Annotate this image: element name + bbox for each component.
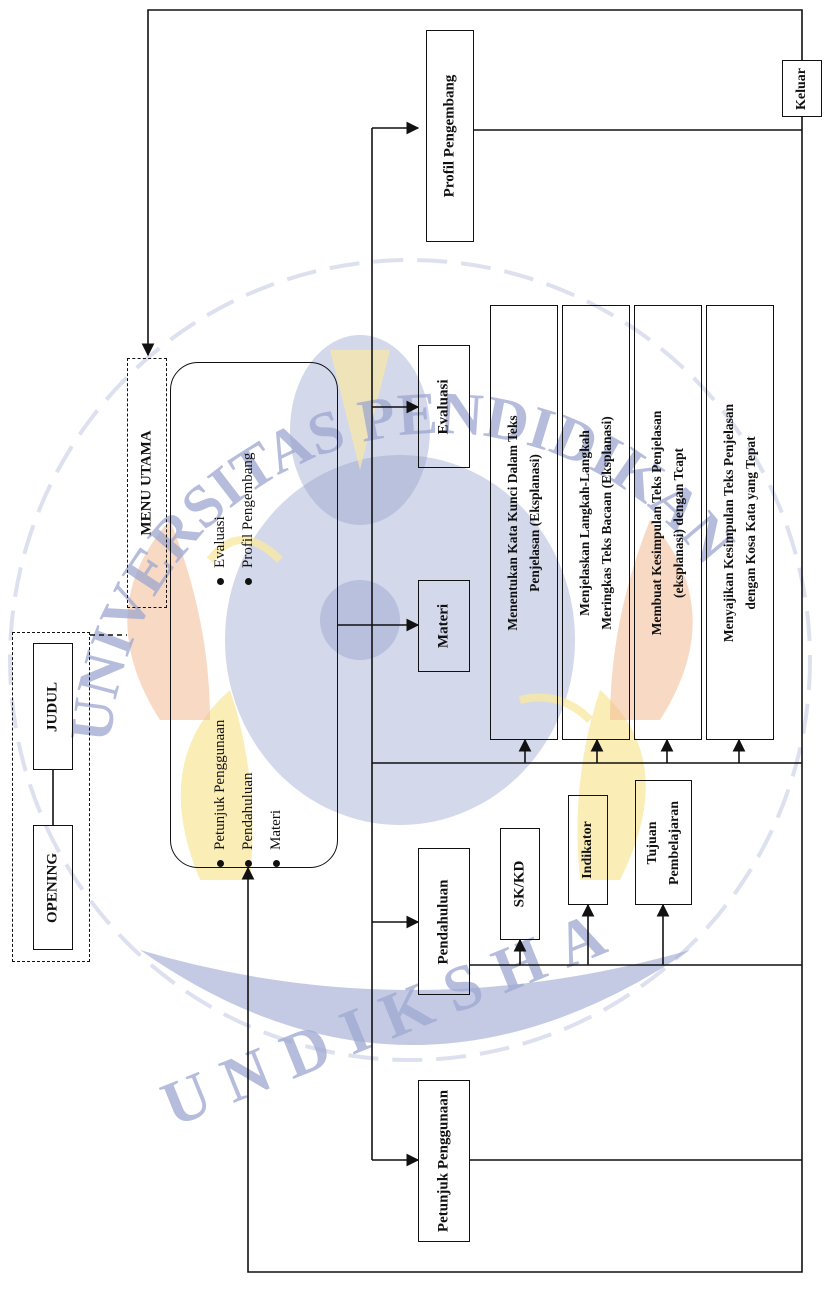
evaluasi-node: Evaluasi (418, 345, 470, 468)
materi-sub-3-label: Membuat Kesimpulan Teks Penjelasan (eksp… (649, 410, 686, 635)
menu-list-item: Materi (262, 720, 290, 867)
judul-node: JUDUL (33, 643, 73, 770)
tujuan-pembelajaran-node: Tujuan Pembelajaran (635, 780, 692, 905)
petunjuk-penggunaan-node: Petunjuk Penggunaan (418, 1080, 470, 1242)
materi-sub-4-node: Menyajikan Kesimpulan Teks Penjelasan de… (706, 305, 774, 740)
materi-sub-3-node: Membuat Kesimpulan Teks Penjelasan (eksp… (634, 305, 702, 740)
opening-judul-group (12, 632, 90, 962)
profil-pengembang-node: Profil Pengembang (426, 30, 474, 242)
menu-utama-node: MENU UTAMA (127, 358, 167, 608)
evaluasi-label: Evaluasi (435, 378, 452, 435)
materi-sub-2-node: Menjelaskan Langkah-Langkah Meringkas Te… (562, 305, 630, 740)
indikator-label: Indikator (580, 821, 595, 879)
materi-sub-1-node: Menentukan Kata Kunci Dalam Teks Penjela… (490, 305, 558, 740)
menu-utama-label: MENU UTAMA (138, 430, 155, 536)
materi-sub-2-label: Menjelaskan Langkah-Langkah Meringkas Te… (577, 415, 614, 630)
menu-list-item: Profil Pengembang (234, 453, 262, 585)
pendahuluan-label: Pendahuluan (435, 878, 452, 965)
profil-pengembang-label: Profil Pengembang (441, 74, 458, 198)
judul-label: JUDUL (44, 681, 61, 732)
materi-label: Materi (435, 603, 452, 649)
materi-sub-1-label: Menentukan Kata Kunci Dalam Teks Penjela… (505, 414, 542, 631)
opening-node: OPENING (33, 825, 73, 950)
menu-list-col-1: Petunjuk Penggunaan Pendahuluan Materi (206, 720, 290, 867)
opening-label: OPENING (44, 852, 61, 923)
main-menu-list: Petunjuk Penggunaan Pendahuluan Materi E… (170, 362, 338, 868)
keluar-node: Keluar (782, 60, 822, 117)
indikator-node: Indikator (568, 795, 608, 905)
menu-list-col-2: Evaluasi Profil Pengembang (206, 453, 262, 585)
menu-list-item: Evaluasi (206, 453, 234, 585)
pendahuluan-node: Pendahuluan (418, 848, 470, 995)
skkd-node: SK/KD (500, 828, 540, 940)
materi-node: Materi (418, 580, 470, 672)
menu-list-item: Petunjuk Penggunaan (206, 720, 234, 867)
petunjuk-penggunaan-label: Petunjuk Penggunaan (435, 1089, 452, 1233)
menu-list-item: Pendahuluan (234, 720, 262, 867)
tujuan-pembelajaran-label: Tujuan Pembelajaran (644, 800, 682, 885)
materi-sub-4-label: Menyajikan Kesimpulan Teks Penjelasan de… (721, 403, 758, 642)
keluar-label: Keluar (794, 67, 809, 110)
skkd-label: SK/KD (511, 860, 528, 908)
